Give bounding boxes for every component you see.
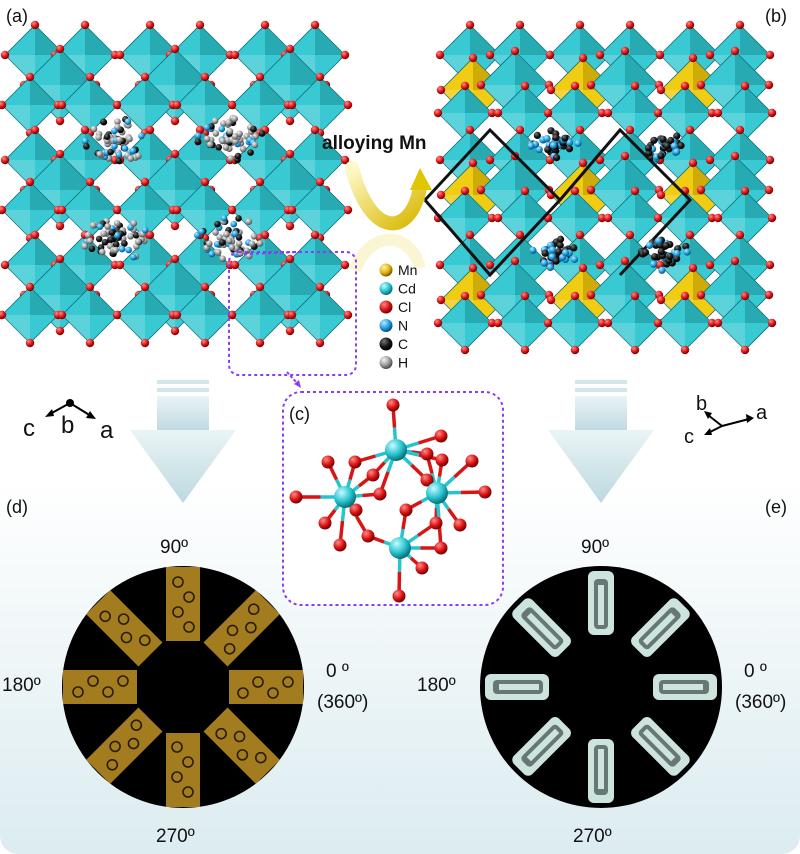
axis-label-a: a (756, 402, 768, 424)
legend-swatch-cd (380, 282, 393, 295)
axis-label-a: a (100, 417, 114, 444)
legend-swatch-h (380, 356, 393, 369)
crystal-structure-a (0, 21, 352, 347)
angle-0-right: 0 º (744, 661, 767, 682)
panel-label-e: (e) (765, 497, 787, 517)
axis-label-b: b (61, 412, 74, 439)
angle-360-left: (360º) (317, 692, 368, 713)
legend-swatch-c (380, 338, 393, 351)
legend-swatch-cl (380, 301, 393, 314)
legend-label-cd: Cd (398, 281, 416, 297)
angle-0-left: 0 º (326, 661, 349, 682)
panel-label-d: (d) (6, 497, 28, 517)
axis-label-c: c (23, 415, 35, 442)
rotation-emission-disc-e (480, 566, 722, 808)
legend-label-cl: Cl (398, 299, 411, 315)
axis-label-c: c (684, 426, 694, 448)
axes-triad-right: b a c (684, 393, 768, 448)
element-legend: MnCdClNCH (380, 262, 418, 371)
legend-label-n: N (398, 318, 408, 334)
angle-90-left: 90º (160, 537, 188, 558)
legend-swatch-mn (380, 264, 393, 277)
angle-180-left: 180º (2, 675, 41, 696)
angle-90-right: 90º (581, 537, 609, 558)
panel-label-c: (c) (289, 404, 310, 424)
alloying-curve-arrow (352, 168, 432, 270)
legend-label-h: H (398, 355, 408, 371)
panel-label-b: (b) (765, 6, 787, 26)
axes-triad-left: c b a (23, 399, 114, 444)
crystal-structure-b (425, 21, 776, 354)
legend-swatch-n (380, 319, 393, 332)
angle-270-right: 270º (573, 826, 612, 847)
legend-label-mn: Mn (398, 262, 417, 278)
rotation-emission-disc-d (62, 566, 304, 808)
angle-270-left: 270º (156, 826, 195, 847)
process-label: alloying Mn (322, 133, 427, 154)
angle-360-right: (360º) (735, 692, 786, 713)
panel-label-a: (a) (6, 6, 28, 26)
axis-label-b: b (696, 393, 707, 415)
legend-label-c: C (398, 336, 408, 352)
angle-180-right: 180º (417, 675, 456, 696)
